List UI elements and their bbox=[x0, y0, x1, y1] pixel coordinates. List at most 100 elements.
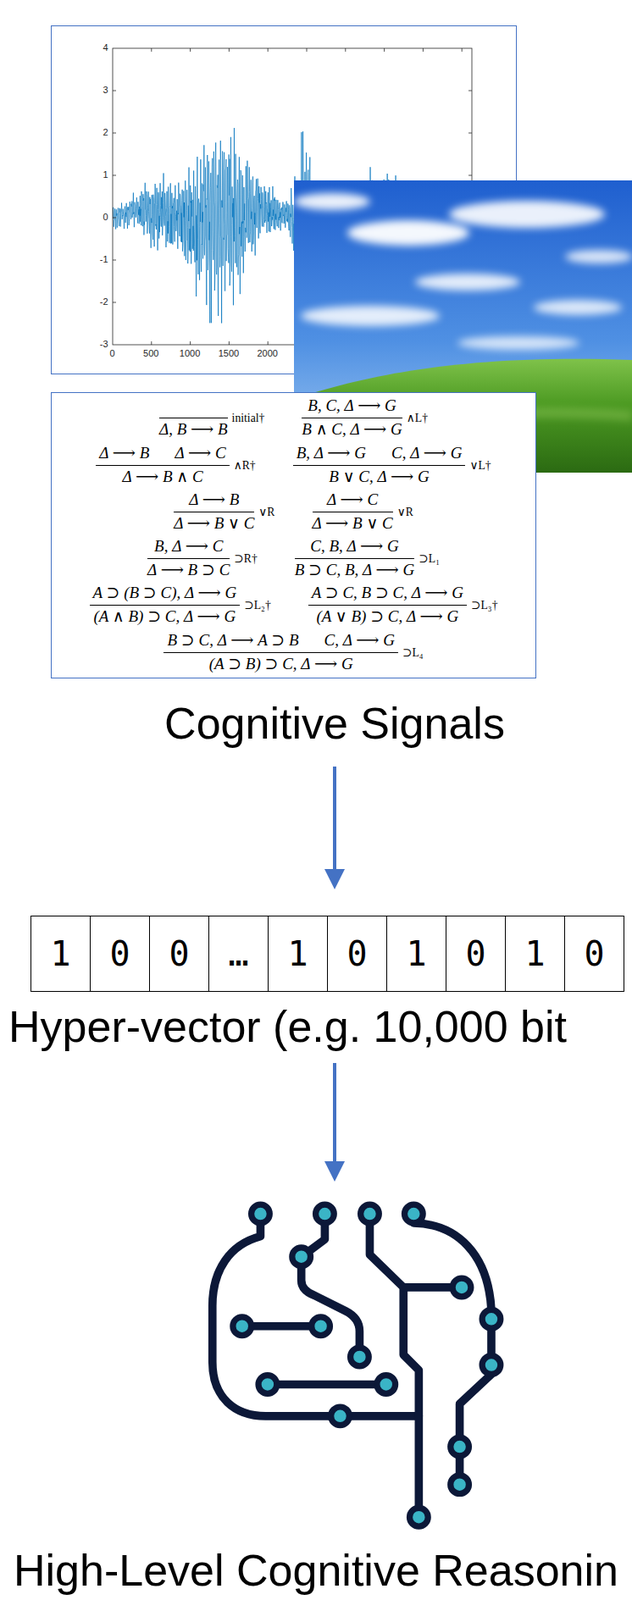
inference-bar bbox=[89, 604, 241, 606]
pad bbox=[331, 1407, 350, 1426]
flow-arrow bbox=[332, 1063, 337, 1170]
bit-cell: 1 bbox=[504, 915, 566, 993]
trace bbox=[487, 1328, 496, 1357]
rule-name: ∧L† bbox=[406, 410, 428, 426]
bit-cell: 0 bbox=[327, 915, 388, 993]
premise: A ⊃ (B ⊃ C), Δ ⟶ G bbox=[93, 583, 238, 604]
rule-premises: B, C, Δ ⟶ G bbox=[304, 396, 400, 416]
tick-label: 2 bbox=[102, 127, 108, 138]
inference-rule: A ⊃ C, B ⊃ C, Δ ⟶ G(A ∨ B) ⊃ C, Δ ⟶ G ⊃L₃… bbox=[308, 583, 499, 627]
trace bbox=[251, 1322, 312, 1331]
inference-bar bbox=[293, 465, 466, 466]
bit-value: 0 bbox=[583, 936, 605, 971]
rule-fraction: A ⊃ C, B ⊃ C, Δ ⟶ G(A ∨ B) ⊃ C, Δ ⟶ G bbox=[308, 583, 467, 627]
rule-name: ⊃L₃† bbox=[471, 598, 498, 613]
cloud bbox=[565, 249, 632, 264]
tick-label: 500 bbox=[143, 349, 159, 359]
inference-rule: Δ ⟶ BΔ ⟶ C Δ ⟶ B ∧ C ∧R† bbox=[95, 443, 256, 488]
circuit-traces bbox=[212, 1223, 492, 1508]
tick-label: -2 bbox=[99, 297, 109, 307]
bit-cell: 0 bbox=[89, 915, 150, 993]
conclusion: Δ ⟶ B ∨ C bbox=[173, 514, 255, 534]
bit-value: 0 bbox=[168, 936, 189, 971]
rule-name: ∧R† bbox=[233, 458, 256, 473]
trace bbox=[308, 1223, 325, 1253]
rule-premises bbox=[189, 396, 197, 416]
rule-name: ∨R bbox=[397, 504, 414, 520]
rule-premises: B ⊃ C, Δ ⟶ A ⊃ BC, Δ ⟶ G bbox=[163, 631, 399, 651]
rule-fraction: Δ ⟶ CΔ ⟶ B ∨ C bbox=[312, 490, 394, 534]
rule-name: ∨L† bbox=[469, 458, 491, 473]
bit-cell: 0 bbox=[564, 915, 625, 993]
trace bbox=[301, 1266, 361, 1348]
cloud bbox=[347, 220, 470, 246]
rule-fraction: B ⊃ C, Δ ⟶ A ⊃ BC, Δ ⟶ G(A ⊃ B) ⊃ C, Δ ⟶… bbox=[163, 631, 399, 675]
rule-fraction: B, Δ ⟶ GC, Δ ⟶ G B ∨ C, Δ ⟶ G bbox=[293, 443, 466, 488]
tick-label: 3 bbox=[102, 85, 108, 95]
tick-label: 0 bbox=[102, 212, 108, 222]
pad bbox=[376, 1375, 396, 1395]
cloud bbox=[415, 273, 521, 291]
rule-fraction: Δ ⟶ B Δ ⟶ B ∨ C bbox=[173, 490, 255, 534]
inference-bar bbox=[95, 465, 229, 466]
trace bbox=[277, 1380, 377, 1390]
bit-cell: 1 bbox=[30, 915, 91, 993]
bit-cell: 1 bbox=[386, 915, 447, 993]
flow-arrow bbox=[332, 766, 337, 878]
caption-text: Cognitive Signals bbox=[164, 699, 505, 749]
cloud bbox=[533, 299, 622, 316]
inference-rule: C, B, Δ ⟶ GB ⊃ C, B, Δ ⟶ G⊃L₁ bbox=[294, 537, 440, 581]
conclusion: (A ∧ B) ⊃ C, Δ ⟶ G bbox=[94, 607, 237, 627]
pad bbox=[404, 1204, 423, 1224]
conclusion: B ∧ C, Δ ⟶ G bbox=[301, 420, 402, 440]
rule-row: A ⊃ (B ⊃ C), Δ ⟶ G(A ∧ B) ⊃ C, Δ ⟶ G⊃L₂†… bbox=[89, 583, 499, 627]
conclusion: Δ ⟶ B ∧ C bbox=[121, 467, 203, 488]
rule-fraction: Δ ⟶ BΔ ⟶ C Δ ⟶ B ∧ C bbox=[95, 443, 229, 488]
pad bbox=[450, 1437, 470, 1457]
pad bbox=[258, 1375, 278, 1395]
trace bbox=[413, 1223, 492, 1311]
rules-box: Δ, B ⟶ Binitial†B, C, Δ ⟶ GB ∧ C, Δ ⟶ G∧… bbox=[50, 392, 537, 679]
circuit-brain-icon bbox=[199, 1198, 516, 1547]
premise: C, Δ ⟶ G bbox=[391, 443, 462, 464]
tick-label: 2000 bbox=[256, 349, 278, 359]
bit-value: 1 bbox=[524, 936, 545, 971]
inference-rule: B, Δ ⟶ CΔ ⟶ B ⊃ C⊃R† bbox=[147, 537, 258, 581]
bit-value: 1 bbox=[287, 936, 308, 971]
rule-fraction: C, B, Δ ⟶ G B ⊃ C, B, Δ ⟶ G bbox=[294, 537, 416, 581]
conclusion: B ⊃ C, B, Δ ⟶ G bbox=[294, 560, 416, 581]
rule-name: initial† bbox=[232, 411, 266, 426]
rule-fraction: A ⊃ (B ⊃ C), Δ ⟶ G (A ∧ B) ⊃ C, Δ ⟶ G bbox=[89, 583, 241, 627]
rule-premises: Δ ⟶ BΔ ⟶ C bbox=[95, 443, 229, 464]
rule-row: Δ, B ⟶ B initial† B, C, Δ ⟶ G B ∧ C, Δ ⟶ G∧… bbox=[159, 396, 428, 440]
bit-cell: … bbox=[208, 915, 269, 993]
bit-value: 1 bbox=[49, 936, 71, 971]
pad bbox=[482, 1356, 501, 1375]
inference-bar bbox=[159, 417, 228, 419]
caption-text: Hyper-vector (e.g. 10,000 bit bbox=[8, 1003, 567, 1052]
trace bbox=[460, 1374, 492, 1438]
rule-fraction: Δ, B ⟶ B bbox=[159, 396, 228, 440]
rule-premises: A ⊃ (B ⊃ C), Δ ⟶ G bbox=[89, 583, 241, 604]
pad bbox=[450, 1475, 470, 1495]
trace bbox=[369, 1223, 419, 1508]
conclusion: Δ ⟶ B ∨ C bbox=[312, 514, 394, 534]
rule-premises: C, B, Δ ⟶ G bbox=[306, 537, 403, 557]
tick-label: 1 bbox=[102, 170, 108, 180]
cloud bbox=[293, 193, 371, 211]
rule-premises: B, Δ ⟶ GC, Δ ⟶ G bbox=[293, 443, 466, 464]
bit-value: 0 bbox=[109, 936, 130, 971]
inference-bar bbox=[147, 558, 230, 560]
conclusion: Δ ⟶ B ⊃ C bbox=[147, 560, 230, 581]
inference-rule: A ⊃ (B ⊃ C), Δ ⟶ G(A ∧ B) ⊃ C, Δ ⟶ G⊃L₂† bbox=[89, 583, 272, 627]
conclusion: B ∨ C, Δ ⟶ G bbox=[328, 467, 429, 488]
circuit-pads bbox=[232, 1204, 501, 1527]
clouds bbox=[293, 193, 632, 350]
inference-rule: B ⊃ C, Δ ⟶ A ⊃ BC, Δ ⟶ G(A ⊃ B) ⊃ C, Δ ⟶… bbox=[163, 631, 423, 675]
rule-premises: Δ ⟶ B bbox=[185, 490, 243, 511]
pad bbox=[311, 1317, 331, 1337]
pad bbox=[482, 1309, 501, 1329]
conclusion: Δ, B ⟶ B bbox=[159, 420, 228, 440]
premise: Δ ⟶ C bbox=[174, 443, 226, 464]
inference-rule: B, Δ ⟶ GC, Δ ⟶ G B ∨ C, Δ ⟶ G ∨L† bbox=[293, 443, 492, 488]
